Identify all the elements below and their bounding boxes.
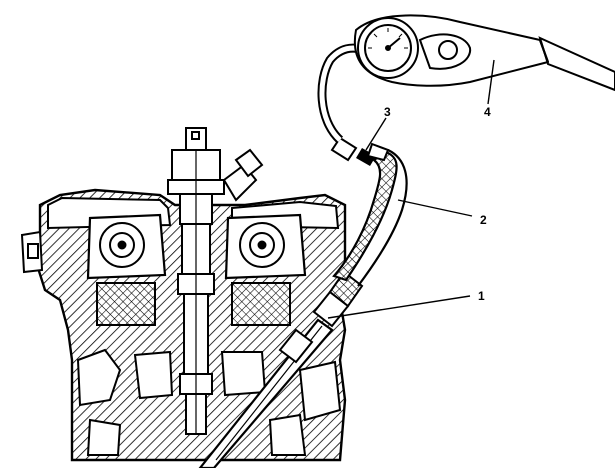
fuel-injector-icon	[167, 127, 264, 435]
callout-2: 2	[480, 213, 487, 227]
callout-1: 1	[478, 289, 485, 303]
callout-3: 3	[384, 105, 391, 119]
callout-4: 4	[484, 105, 491, 119]
compression-adapter	[198, 270, 364, 468]
compression-gauge-icon	[317, 14, 615, 144]
callout-leaders	[327, 59, 495, 319]
quick-coupler	[330, 136, 390, 166]
